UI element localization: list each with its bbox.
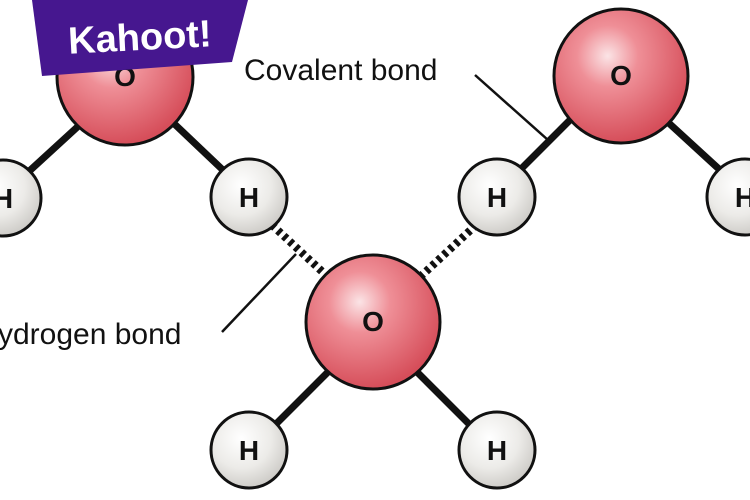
hydrogen-label: H (239, 182, 259, 213)
hydrogen-label: H (0, 183, 13, 214)
bond-top-left-o-h-left (22, 117, 88, 178)
leader-lines (221, 74, 549, 333)
hydrogen-atom-top-left-left: H (0, 158, 43, 238)
kahoot-logo[interactable]: Kahoot! (32, 0, 248, 76)
oxygen-label: O (362, 306, 384, 337)
hydrogen-label: H (487, 182, 507, 213)
oxygen-atom-right: O (552, 7, 690, 145)
hydrogen-bond-label: ydrogen bond (0, 318, 182, 351)
oxygen-atom-center: O (304, 253, 442, 391)
oxygen-label: O (610, 60, 632, 91)
hydrogen-bond-right (417, 222, 479, 280)
bond-right-o-h-left (517, 112, 578, 173)
covalent-leader-line (474, 74, 549, 141)
hydrogen-leader-line (221, 253, 297, 333)
hydrogen-label: H (487, 435, 507, 466)
hydrogen-label: H (239, 435, 259, 466)
hydrogen-atom-right-left: H (457, 157, 537, 237)
hydrogen-atom-right-right: H (705, 157, 750, 237)
hydrogen-atom-top-left-right: H (209, 157, 289, 237)
hydrogen-atom-center-right: H (457, 410, 537, 490)
bond-center-o-h-right (412, 367, 473, 428)
bond-right-o-h-right (657, 112, 723, 173)
covalent-bond-label: Covalent bond (244, 54, 437, 87)
hydrogen-label: H (735, 182, 750, 213)
hydrogen-atom-center-left: H (209, 410, 289, 490)
bond-center-o-h-left (272, 367, 333, 428)
kahoot-logo-text: Kahoot! (67, 13, 213, 62)
